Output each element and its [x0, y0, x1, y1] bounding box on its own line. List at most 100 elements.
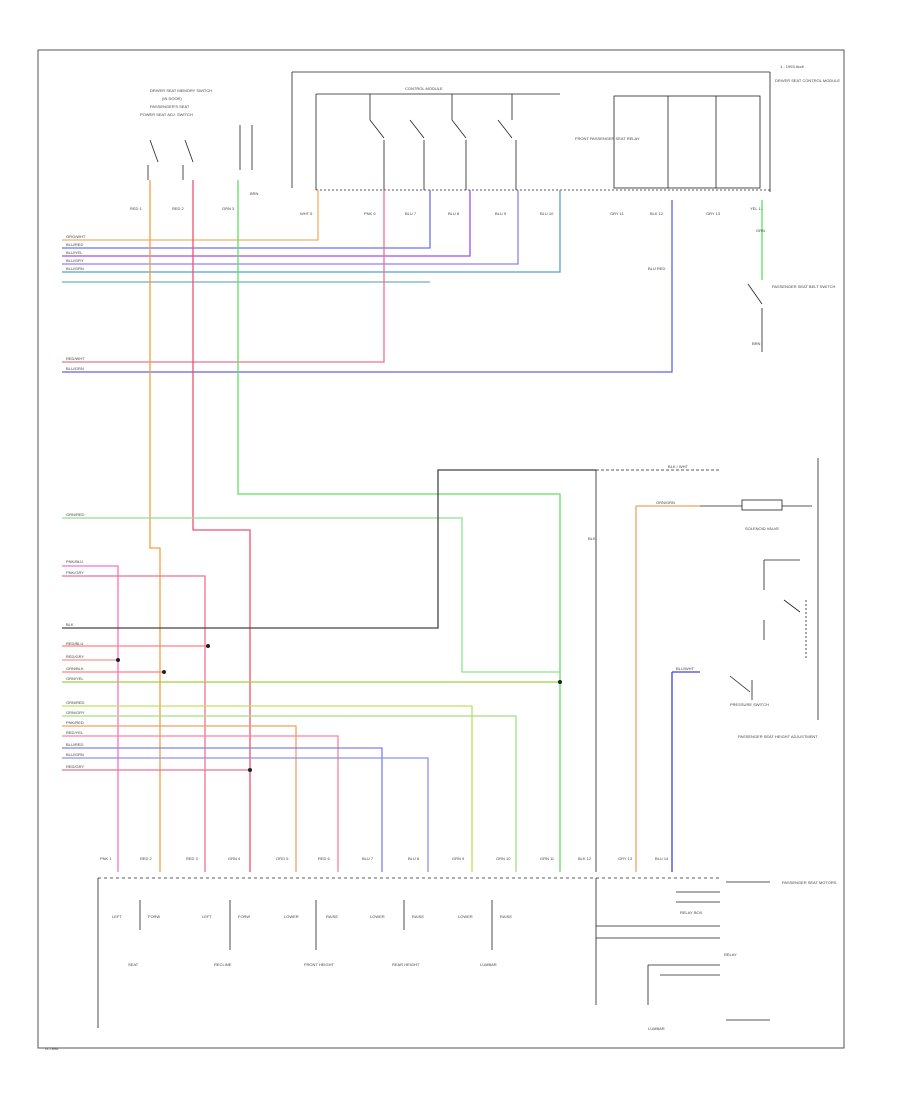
- diagram-frame: [37, 49, 845, 1049]
- top-pin-labels: RED 1 RED 2 GRN 3 BRN WHT 5 PNK 6 BLU 7 …: [130, 191, 764, 216]
- memory-switch-wires: [149, 180, 561, 872]
- pin-top-1: RED 1: [130, 206, 143, 211]
- memory-switch: DRIVER SEAT MEMORY SWITCH (IN DOOR) PASS…: [140, 88, 253, 180]
- control-module-label: CONTROL MODULE: [405, 86, 443, 91]
- motor-recline-right: FORW: [238, 914, 250, 919]
- pin-bot-12: BLK 12: [578, 856, 592, 861]
- wire-low-3: PNK/GRY: [66, 570, 84, 575]
- power-seat-module: DRIVER SEAT CONTROL MODULE: [775, 78, 840, 83]
- pin-bot-8: BLU 8: [408, 856, 420, 861]
- label-blk: BLK: [588, 536, 596, 541]
- wire-low-12: RED/YEL: [66, 730, 84, 735]
- label-blk-wht: BLK / WHT: [668, 464, 689, 469]
- seat-belt-switch-label: PASSENGER SEAT BELT SWITCH: [772, 284, 836, 289]
- mid-wire-bundle: RED/WHT BLU/GRN BLU RED: [62, 190, 673, 373]
- wire-low-7: GRN/BLK: [66, 666, 84, 671]
- wire-low-5: RED/BLU: [66, 641, 83, 646]
- pin-top-3: GRN 3: [222, 206, 235, 211]
- pin-top-12: BLK 12: [650, 211, 664, 216]
- motor-front-left: LOWER: [284, 914, 299, 919]
- pin-bot-9: GRN 9: [452, 856, 465, 861]
- top-wire-bundle: ORG/WHT BLU/RED BLU/YEL BLU/GRY BLU/GRN: [62, 190, 561, 283]
- label-blu-wht: BLU/WHT: [676, 666, 695, 671]
- wire-low-2: PNK/BLU: [66, 559, 83, 564]
- memory-switch-sub: (IN DOOR): [162, 96, 182, 101]
- motor-seat-name: SEAT: [128, 962, 139, 967]
- solenoid-valve-label: SOLENOID VALVE: [745, 526, 779, 531]
- motor-recline-left: LEFT: [202, 914, 212, 919]
- motor-lumbar-left: LOWER: [458, 914, 473, 919]
- lower-wire-bundle: GRN/RED PNK/BLU PNK/GRY BLK RED/BLU RED/…: [62, 469, 596, 872]
- pin-bot-14: BLU 14: [655, 856, 669, 861]
- motor-front-right: RAISE: [326, 914, 338, 919]
- motor-lumbar-name: LUMBAR: [480, 962, 497, 967]
- wire-low-13: BLU/RED: [66, 742, 83, 747]
- pin-top-14: YEL 14: [750, 206, 764, 211]
- motor-recline: LEFT FORW RECLINE: [202, 900, 250, 967]
- motor-rear-right: RAISE: [412, 914, 424, 919]
- pin-top-11: GRY 11: [610, 211, 625, 216]
- lumbar-label: LUMBAR: [648, 1026, 665, 1031]
- pin-top-13: GRY 13: [706, 211, 721, 216]
- pin-bot-10: GRN 10: [496, 856, 511, 861]
- pin-top-9: BLU 9: [495, 211, 507, 216]
- relay-box-label: RELAY BOX: [680, 910, 703, 915]
- motor-front-height: LOWER RAISE FRONT HEIGHT: [284, 900, 338, 967]
- pressure-switch-label: PRESSURE SWITCH: [730, 702, 769, 707]
- pin-bot-2: RED 2: [140, 856, 153, 861]
- wire-low-10: GRN/GRY: [66, 710, 85, 715]
- relay-box: RELAY BOX PASSENGER SEAT MOTORS RELAY LU…: [595, 878, 837, 1031]
- motor-front-name: FRONT HEIGHT: [304, 962, 334, 967]
- control-module: CONTROL MODULE FRONT PASSENGER SEAT RELA…: [291, 71, 840, 192]
- wire-top-4: BLU/GRY: [66, 258, 84, 263]
- wire-low-1: GRN/RED: [66, 512, 85, 517]
- pin-top-8: BLU 8: [448, 211, 460, 216]
- pin-top-5: WHT 5: [300, 211, 313, 216]
- label-brn: BRN: [752, 341, 761, 346]
- wire-top-2: BLU/RED: [66, 242, 83, 247]
- wire-low-14: BLU/GRN: [66, 752, 84, 757]
- pin-top-6: PNK 6: [364, 211, 376, 216]
- footer-code: G-7896: [45, 1046, 59, 1051]
- passenger-seat-motors: PASSENGER SEAT MOTORS: [782, 880, 837, 885]
- pin-bot-11: GRN 11: [540, 856, 555, 861]
- label-grn: GRN: [756, 228, 765, 233]
- pin-top-2: RED 2: [172, 206, 185, 211]
- motor-rear-left: LOWER: [370, 914, 385, 919]
- wire-low-15: RED/GRY: [66, 764, 84, 769]
- wire-top-3: BLU/YEL: [66, 250, 83, 255]
- pin-bot-4: GRN 4: [228, 856, 241, 861]
- wire-top-1: ORG/WHT: [66, 234, 86, 239]
- pin-bot-5: ORG 5: [276, 856, 289, 861]
- wire-low-11: PNK/RED: [66, 720, 84, 725]
- bottom-pin-labels: PNK 1 RED 2 RED 3 GRN 4 ORG 5 RED 6 BLU …: [100, 856, 669, 861]
- pin-bot-3: RED 3: [186, 856, 199, 861]
- wire-mid-2: BLU/GRN: [66, 366, 84, 371]
- motor-recline-name: RECLINE: [214, 962, 232, 967]
- seat-belt-switch: PASSENGER SEAT BELT SWITCH GRN BRN: [747, 200, 836, 352]
- motor-rear-height: LOWER RAISE REAR HEIGHT: [370, 900, 424, 967]
- memory-switch-label: DRIVER SEAT MEMORY SWITCH: [150, 88, 212, 93]
- relay-lumbar-label: RELAY: [724, 952, 737, 957]
- passenger-seat-pressure: PASSENGER SEAT HEIGHT ADJUSTMENT: [738, 734, 818, 739]
- pin-top-7: BLU 7: [405, 211, 417, 216]
- pin-bot-13: GRY 13: [618, 856, 633, 861]
- pin-bot-6: RED 6: [318, 856, 331, 861]
- label-orn-grn: ORN/GRN: [656, 500, 675, 505]
- motor-seat: LEFT FORW SEAT: [112, 900, 160, 967]
- wire-top-5: BLU/GRN: [66, 266, 84, 271]
- pin-top-10: BLU 10: [540, 211, 554, 216]
- pin-top-4: BRN: [250, 191, 259, 196]
- motor-lumbar-right: RAISE: [500, 914, 512, 919]
- motor-seat-left: LEFT: [112, 914, 122, 919]
- header-top-right: 1 - 1993 Audi: [780, 64, 804, 69]
- label-blu-red: BLU RED: [648, 266, 665, 271]
- motor-seat-right: FORW: [148, 914, 160, 919]
- front-passenger-relay: FRONT PASSENGER SEAT RELAY: [575, 136, 640, 141]
- wire-low-6: RED/GRY: [66, 654, 84, 659]
- motor-rear-name: REAR HEIGHT: [392, 962, 420, 967]
- wire-low-4: BLK: [66, 622, 74, 627]
- motor-lumbar: LOWER RAISE LUMBAR: [458, 900, 512, 967]
- pin-bot-1: PNK 1: [100, 856, 112, 861]
